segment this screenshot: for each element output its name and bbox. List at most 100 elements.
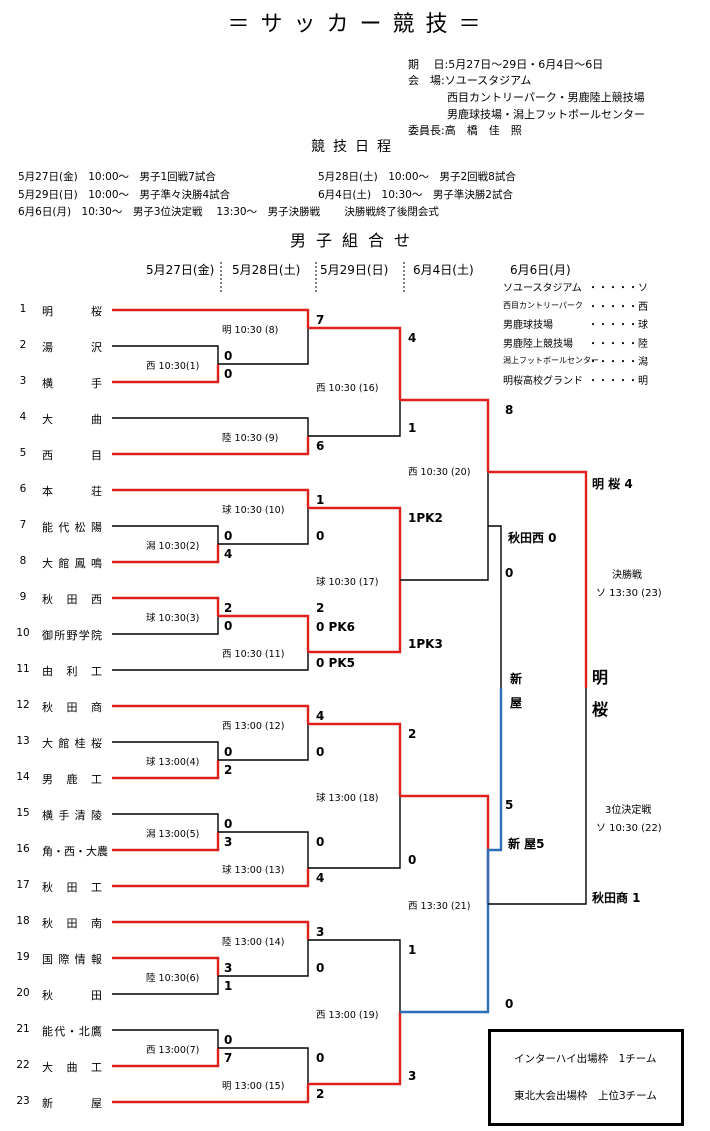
bracket-line (112, 436, 310, 456)
venue-name: 男鹿球技場 (503, 320, 553, 331)
bracket-line (400, 904, 490, 1014)
info-venue-2: 西目カントリーパーク・男鹿陸上競技場 (447, 91, 645, 104)
venue-code: ・・・・・潟 (588, 357, 648, 368)
venue-name: ソユースタジアム (503, 283, 582, 294)
match-label: 陸 13:00 (14) (222, 937, 285, 948)
match-label: 潟 10:30(2) (146, 541, 200, 552)
team-number: 1 (19, 303, 27, 315)
score: 4 (316, 709, 325, 723)
team-number: 20 (16, 987, 30, 999)
match-label: 西 13:00 (19) (316, 1010, 379, 1021)
team-number: 3 (19, 375, 27, 387)
score: 0 (224, 745, 233, 759)
team-name: 大曲工 (42, 1061, 102, 1074)
score: 0 (224, 619, 233, 633)
bracket-line (112, 525, 219, 544)
match-label: 西 13:30 (21) (408, 901, 471, 912)
third-time: ソ 10:30 (22) (596, 823, 662, 834)
bracket-line (488, 525, 502, 688)
bracket-line (112, 813, 219, 832)
team-name: 新 屋 (42, 1097, 102, 1110)
team-number: 4 (19, 411, 27, 423)
score: 1PK3 (408, 637, 443, 651)
team-name: 国際情報 (42, 953, 102, 966)
bracket-line (112, 1084, 310, 1104)
bracket-line (112, 544, 220, 564)
team-number: 18 (16, 915, 30, 927)
schedule-row: 6月6日(月) 10:30～ 男子3位決定戦 13:30～ 男子決勝戦 決勝戦終… (18, 206, 439, 218)
team-number: 10 (16, 627, 30, 639)
score: 0 (316, 1051, 325, 1065)
team-name: 秋田商 (42, 701, 102, 714)
team-name: 能代・北鷹 (42, 1025, 102, 1038)
score: 2 (224, 601, 233, 615)
match-label: 球 10:30(3) (146, 613, 200, 624)
team-name: 横 手 (42, 377, 102, 390)
score: 0 (505, 566, 514, 580)
score: 4 (224, 547, 233, 561)
team-name: 男鹿工 (42, 773, 102, 786)
score: 0 (224, 349, 233, 363)
bracket-line (308, 722, 402, 796)
venue-code: ・・・・・明 (588, 375, 648, 387)
bracket-line (112, 956, 220, 976)
score: 0 (505, 997, 514, 1011)
team-number: 9 (19, 591, 27, 603)
match-label: 西 10:30 (16) (316, 383, 379, 394)
team-name: 能代松陽 (42, 521, 102, 534)
venue-name: 潟上フットボールセンター (503, 356, 599, 365)
team-number: 22 (16, 1059, 30, 1071)
info-chair: 委員長:高 橋 佳 照 (408, 124, 522, 137)
team-number: 8 (19, 555, 27, 567)
score: 1 (408, 421, 417, 435)
score: 2 (224, 763, 233, 777)
schedule-row: 5月28日(土) 10:00～ 男子2回戦8試合 (318, 171, 516, 183)
bracket-line (112, 345, 219, 364)
score: 1 (316, 493, 325, 507)
score: 1 (224, 979, 233, 993)
score: 7 (316, 313, 325, 327)
team-name: 角・西・大農 (42, 845, 108, 858)
team-number: 21 (16, 1023, 30, 1035)
bracket-line (112, 741, 219, 760)
venue-name: 男鹿陸上競技場 (503, 338, 573, 350)
score: 0 (224, 367, 233, 381)
bracket-line (486, 688, 503, 904)
score: 1PK2 (408, 511, 443, 525)
score: 3 (224, 961, 233, 975)
date-header: 5月27日(金) (146, 263, 215, 277)
bracket-line (112, 1029, 219, 1048)
bracket-line (112, 760, 220, 780)
team-number: 6 (19, 483, 27, 495)
bracket-line (308, 796, 401, 869)
team-name: 明 桜 (42, 305, 102, 318)
venue-code: ・・・・・ソ (588, 283, 648, 294)
score: 0 PK5 (316, 656, 355, 670)
match-label: 西 13:00(7) (146, 1045, 200, 1056)
venue-code: ・・・・・西 (588, 301, 648, 313)
score: 秋田西 0 (508, 531, 557, 545)
score: 新 屋5 (508, 837, 545, 851)
team-number: 7 (19, 519, 27, 531)
score: 0 (316, 745, 325, 759)
team-number: 12 (16, 699, 30, 711)
bracket-line (112, 976, 219, 995)
team-name: 秋田工 (42, 881, 102, 894)
bracket-line (218, 508, 309, 545)
team-name: 横手清陵 (42, 809, 102, 822)
score: 4 (316, 871, 325, 885)
team-number: 14 (16, 771, 30, 783)
score: 1 (408, 943, 417, 957)
bracket-line (308, 1012, 402, 1086)
score: 3 (224, 835, 233, 849)
match-label: 西 10:30 (20) (408, 467, 471, 478)
bracket-line (112, 616, 219, 635)
team-number: 16 (16, 843, 30, 855)
score: 8 (505, 403, 514, 417)
bracket-line (112, 652, 309, 671)
bracket-line (112, 868, 310, 888)
match-label: 球 13:00(4) (146, 757, 200, 768)
info-venue: 会 場:ソユースタジアム (408, 74, 532, 87)
score: 2 (408, 727, 417, 741)
